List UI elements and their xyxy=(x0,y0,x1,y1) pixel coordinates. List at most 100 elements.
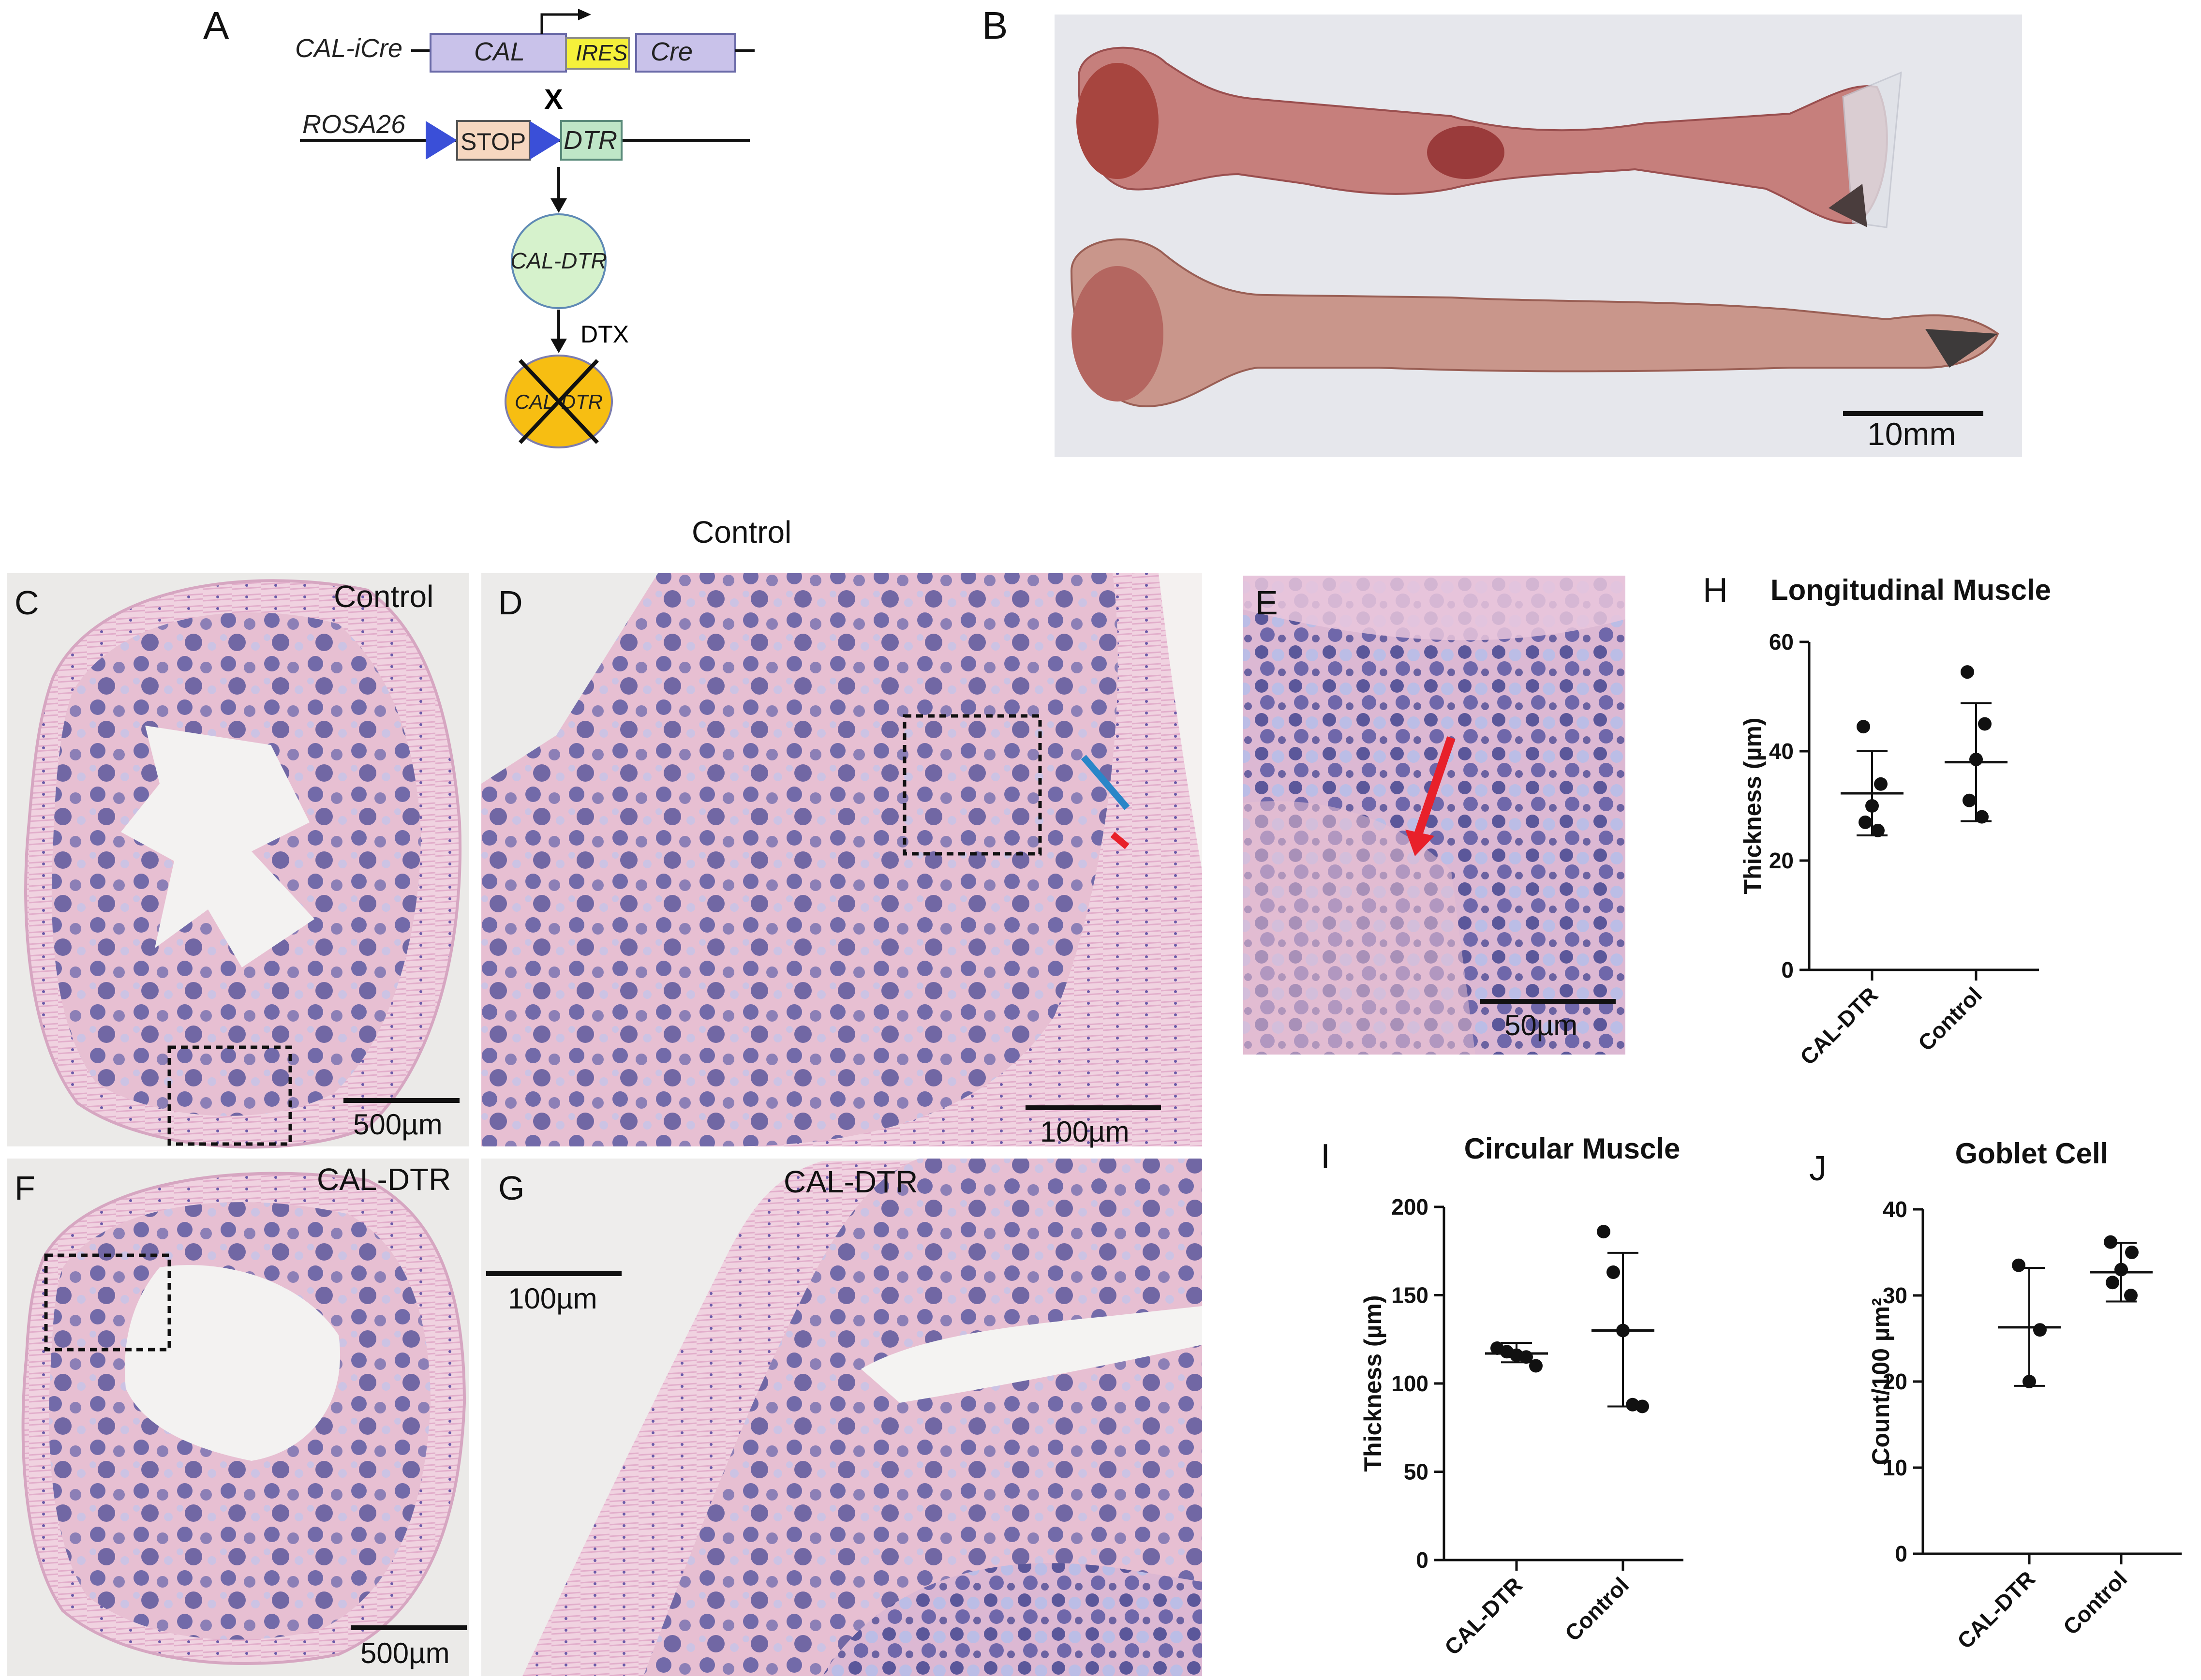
colon-lower xyxy=(1070,238,1999,408)
x-tick-label: CAL-DTR xyxy=(1440,1572,1527,1660)
inset-box-c xyxy=(167,1045,292,1146)
chart-goblet-cell: Goblet Cell Count/100 µm² 0 10 20 30 40CAL-D… xyxy=(1867,1137,2182,1654)
y-tick-label: 0 xyxy=(1895,1541,1907,1566)
data-point xyxy=(1975,810,1989,824)
y-tick-label: 10 xyxy=(1883,1455,1907,1480)
y-tick-label: 20 xyxy=(1769,848,1794,873)
lumen-f xyxy=(125,1265,341,1461)
y-tick-label: 20 xyxy=(1883,1369,1907,1394)
data-point xyxy=(1597,1225,1610,1239)
lumen-g xyxy=(861,1306,1202,1403)
data-point xyxy=(1963,793,1976,807)
data-point xyxy=(2023,1375,2036,1388)
x-tick-label: CAL-DTR xyxy=(1952,1566,2040,1653)
data-point xyxy=(1616,1323,1630,1338)
data-point xyxy=(1961,665,1974,679)
panel-c-histology: C Control 500µm xyxy=(7,573,469,1149)
y-tick-label: 60 xyxy=(1769,629,1794,654)
chart-title: Longitudinal Muscle xyxy=(1770,574,2051,606)
inset-box-f xyxy=(44,1253,171,1352)
y-tick-label: 200 xyxy=(1391,1194,1428,1219)
data-point xyxy=(1519,1350,1533,1364)
red-arrow xyxy=(1413,736,1456,838)
muscle-layer-d xyxy=(726,573,1202,1146)
cal-dtr-cell-label: CAL-DTR xyxy=(510,248,607,273)
cecum-lower xyxy=(1071,266,1163,401)
y-tick-label: 50 xyxy=(1404,1459,1428,1485)
cre-box-label: Cre xyxy=(651,37,693,66)
y-tick-label: 150 xyxy=(1391,1283,1428,1308)
data-point xyxy=(2125,1246,2139,1259)
panel-d-histology: D 100µm xyxy=(481,573,1202,1148)
panel-b-photo: B 10mm xyxy=(982,4,2022,457)
data-point xyxy=(1978,717,1992,731)
stop-box xyxy=(456,120,531,161)
cross-symbol: X xyxy=(544,84,563,115)
scale-label-c: 500µm xyxy=(353,1108,443,1141)
red-arrow-head-icon xyxy=(1405,830,1434,856)
data-point xyxy=(1874,777,1888,791)
dtr-box xyxy=(560,120,623,161)
panel-g-histology: G CAL-DTR 100µm xyxy=(481,1159,1202,1676)
cre-box xyxy=(635,33,736,73)
x-tick-label: CAL-DTR xyxy=(1795,982,1883,1070)
scale-label-e: 50µm xyxy=(1504,1009,1577,1041)
x-tick-label: Control xyxy=(1913,982,1987,1056)
chart-title: Goblet Cell xyxy=(1955,1137,2109,1170)
lumen-c xyxy=(121,726,314,967)
ires-box-label: IRES xyxy=(576,40,628,65)
dtr-box-label: DTR xyxy=(564,126,617,155)
data-point xyxy=(1969,752,1983,766)
y-axis-label: Thickness (µm) xyxy=(1359,1295,1386,1472)
panel-label-f: F xyxy=(15,1169,35,1207)
panel-label-b: B xyxy=(982,4,1008,47)
panel-label-d: D xyxy=(498,584,523,622)
data-point xyxy=(2114,1263,2128,1277)
control-heading: Control xyxy=(692,515,791,550)
panel-label-e: E xyxy=(1255,584,1278,622)
scale-label-d: 100µm xyxy=(1040,1115,1130,1148)
data-point xyxy=(1871,823,1885,837)
loxp-right-icon xyxy=(530,121,561,160)
y-axis-label: Count/100 µm² xyxy=(1867,1298,1894,1465)
y-tick-label: 30 xyxy=(1883,1283,1907,1308)
data-point xyxy=(2033,1323,2047,1337)
panel-label-c: C xyxy=(15,584,39,622)
scale-label-b: 10mm xyxy=(1867,416,1956,452)
data-point xyxy=(2124,1289,2138,1302)
panel-a-schematic: A CAL-iCre CAL IRES Cre X ROSA26 STOP DT… xyxy=(203,4,755,448)
panel-g-group-label: CAL-DTR xyxy=(784,1164,918,1199)
y-tick-label: 100 xyxy=(1391,1371,1428,1396)
data-point xyxy=(1529,1359,1543,1373)
chart-circular-muscle: Circular Muscle Thickness (µm) 050100150… xyxy=(1359,1132,1683,1660)
scale-label-f: 500µm xyxy=(360,1637,450,1669)
panel-label-j: J xyxy=(1809,1149,1827,1188)
dtx-label: DTX xyxy=(580,321,629,348)
data-point xyxy=(1859,815,1872,829)
data-point xyxy=(2106,1276,2119,1290)
panel-label-g: G xyxy=(498,1169,524,1207)
cal-dtr-cell-circle xyxy=(511,213,607,309)
mucosa-d xyxy=(481,573,1118,1146)
stop-box-label: STOP xyxy=(461,128,526,155)
panel-label-i: I xyxy=(1321,1137,1330,1176)
x-tick-label: Control xyxy=(2058,1566,2132,1639)
y-tick-label: 40 xyxy=(1883,1197,1907,1222)
y-tick-label: 0 xyxy=(1781,957,1794,982)
panel-label-h: H xyxy=(1703,571,1728,610)
x-tick-label: Control xyxy=(1560,1572,1634,1646)
rectum-end-lower xyxy=(1925,329,1998,368)
chart-title: Circular Muscle xyxy=(1464,1132,1680,1165)
arrow-down-icon xyxy=(550,198,567,213)
blue-bar-marker xyxy=(1081,755,1130,810)
mucosa-g xyxy=(643,1159,1202,1676)
panel-f-group-label: CAL-DTR xyxy=(317,1162,451,1197)
data-point xyxy=(2012,1258,2025,1272)
y-tick-label: 40 xyxy=(1769,739,1794,764)
chart-longitudinal-muscle: Longitudinal Muscle Thickness (µm) 02040… xyxy=(1739,574,2051,1070)
panel-e-histology: E 50µm xyxy=(1243,576,1625,1055)
inset-box-d xyxy=(903,714,1042,856)
cal-box-label: CAL xyxy=(474,37,525,66)
panel-label-a: A xyxy=(203,4,229,47)
